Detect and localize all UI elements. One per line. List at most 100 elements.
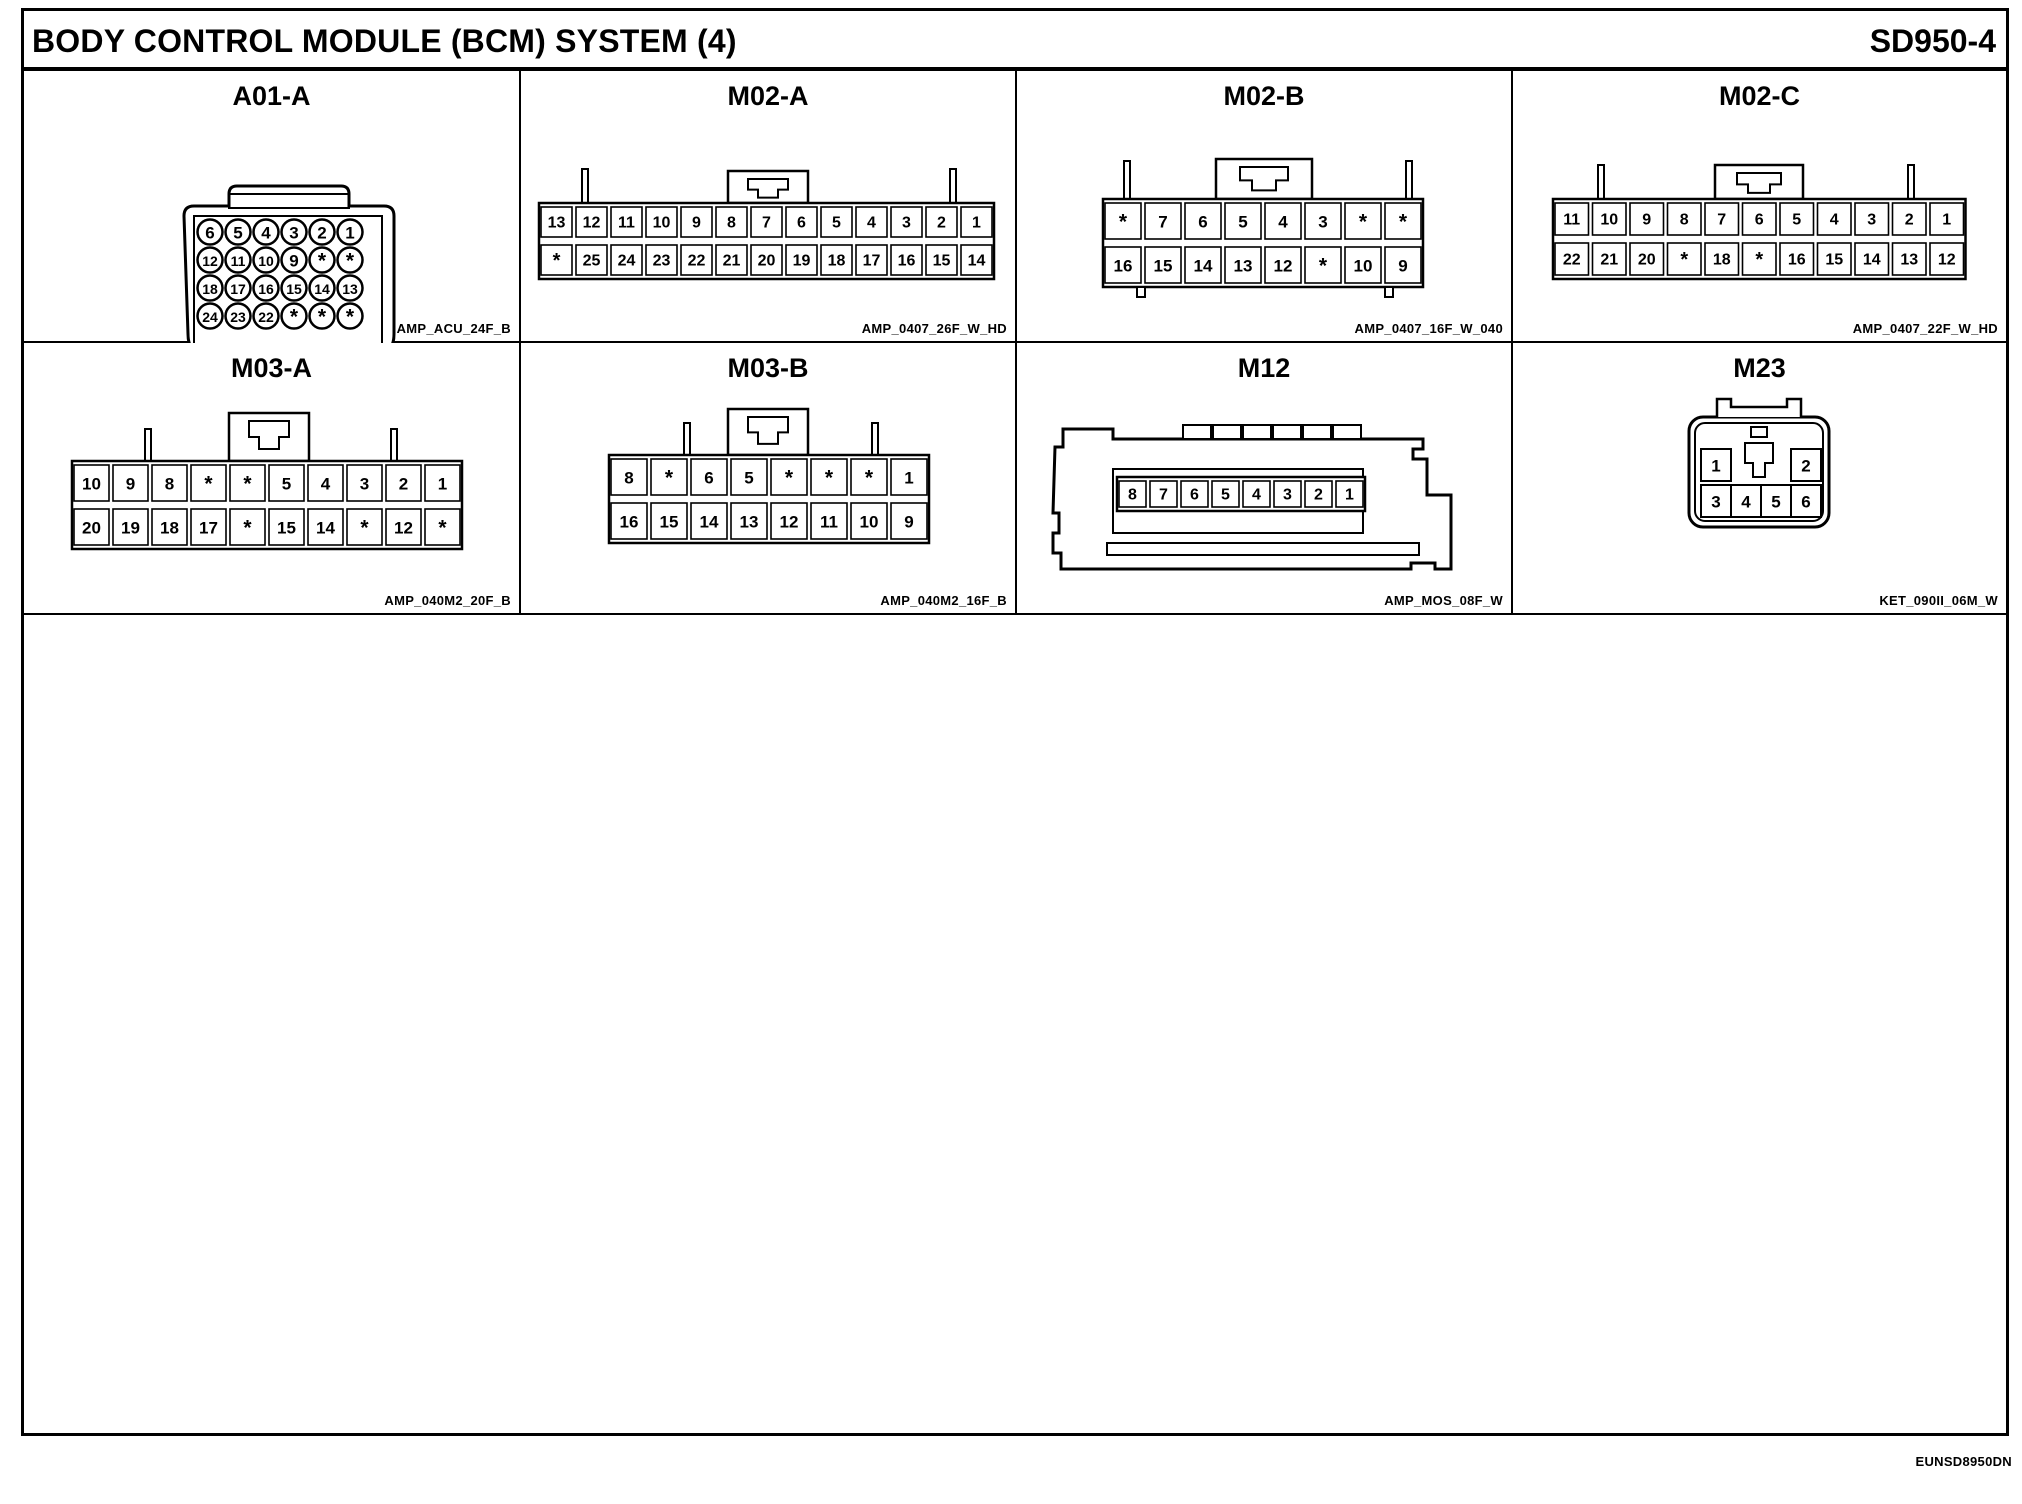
pin-cavity <box>385 508 422 546</box>
pin-unused-label: * <box>318 250 327 273</box>
pin-cavity <box>1854 242 1890 276</box>
pin-label: 23 <box>230 309 246 325</box>
pin-label: 22 <box>258 309 274 325</box>
latch-tab <box>747 416 789 445</box>
pin-label: 10 <box>258 253 274 269</box>
pin-label: 13 <box>342 281 358 297</box>
pin-cavity <box>1304 246 1342 284</box>
pin-cavity <box>850 458 888 496</box>
pin-label: 21 <box>1600 252 1618 269</box>
pin-cavity <box>1118 480 1147 508</box>
pin-cavity <box>610 244 643 276</box>
pin-cavity <box>229 508 266 546</box>
pin-cavity <box>575 244 608 276</box>
pin-cavity <box>820 206 853 238</box>
pin-cavity <box>540 206 573 238</box>
pin-label: 4 <box>321 475 331 494</box>
connector-part-number: AMP_0407_16F_W_040 <box>1354 321 1503 336</box>
locking-post <box>871 422 879 456</box>
pin-cavity <box>308 302 336 330</box>
pin-unused-label: * <box>865 467 874 490</box>
pin-label: 19 <box>121 519 140 538</box>
pin-label: 15 <box>1154 257 1173 276</box>
locking-post <box>1405 160 1413 200</box>
pin-unused-label: * <box>438 517 447 540</box>
connector-latch <box>1713 163 1805 201</box>
pin-cavity <box>1666 202 1702 236</box>
connector-title: M12 <box>1237 353 1291 383</box>
pin-cavity <box>1335 480 1364 508</box>
pin-label: 18 <box>1713 252 1731 269</box>
pin-label: 1 <box>1942 212 1951 229</box>
pin-cavity <box>252 274 280 302</box>
pin-cavity <box>1741 202 1777 236</box>
pin-cavity <box>229 464 266 502</box>
pin-cavity <box>690 502 728 540</box>
locking-post <box>1597 164 1605 200</box>
pin-label: 24 <box>618 253 636 270</box>
pin-cavity <box>1760 484 1792 518</box>
pin-label: 10 <box>860 513 879 532</box>
connector-latch <box>1715 397 1803 417</box>
pin-label: 24 <box>202 309 218 325</box>
pin-cavity <box>960 206 993 238</box>
connector-title: M02-B <box>1223 81 1305 111</box>
pin-label: 14 <box>700 513 719 532</box>
pin-unused-label: * <box>346 250 355 273</box>
pin-cavity <box>575 206 608 238</box>
pin-label: 2 <box>1314 487 1323 504</box>
pin-cavity <box>1344 246 1382 284</box>
latch-tab <box>747 178 789 199</box>
pin-label: 5 <box>1792 212 1801 229</box>
pin-label: 9 <box>289 252 298 271</box>
pin-unused-label: * <box>1680 249 1688 271</box>
pin-label: 11 <box>1563 212 1580 229</box>
housing-rib <box>1182 424 1212 440</box>
pin-cavity <box>785 206 818 238</box>
connector-body <box>537 201 996 281</box>
pin-cavity <box>1224 246 1262 284</box>
pin-cavity <box>855 206 888 238</box>
pin-cavity <box>650 502 688 540</box>
pin-label: 6 <box>205 224 214 243</box>
pin-cavity <box>925 244 958 276</box>
connector-title: M03-A <box>230 353 312 383</box>
pin-cavity <box>610 458 648 496</box>
pin-label: 4 <box>867 215 876 232</box>
pin-cavity <box>190 508 227 546</box>
pin-cavity <box>346 464 383 502</box>
pin-label: 13 <box>1234 257 1253 276</box>
pin-cavity <box>1104 246 1142 284</box>
housing-rib <box>1272 424 1302 440</box>
pin-cavity <box>1929 202 1965 236</box>
pin-label: 8 <box>165 475 174 494</box>
pin-label: 3 <box>1283 487 1292 504</box>
pin-unused-label: * <box>1119 211 1128 234</box>
pin-cavity <box>730 502 768 540</box>
pin-cavity <box>308 274 336 302</box>
housing-rib <box>1302 424 1332 440</box>
pin-unused-label: * <box>1755 249 1763 271</box>
pin-cavity <box>1700 484 1732 518</box>
sheet-header: BODY CONTROL MODULE (BCM) SYSTEM (4) SD9… <box>24 11 2006 71</box>
latch-tab <box>248 420 290 450</box>
pin-cavity <box>540 244 573 276</box>
pin-cavity <box>715 206 748 238</box>
housing-rib <box>1242 424 1272 440</box>
pin-label: 18 <box>828 253 846 270</box>
pin-unused-label: * <box>785 467 794 490</box>
housing-rib <box>1332 424 1362 440</box>
pin-cavity <box>336 274 364 302</box>
pin-label: 12 <box>583 215 601 232</box>
pin-cavity <box>820 244 853 276</box>
pin-cavity <box>1264 246 1302 284</box>
pin-cavity <box>151 464 188 502</box>
pin-cavity <box>190 464 227 502</box>
pin-label: 2 <box>399 475 408 494</box>
pin-label: 16 <box>1788 252 1806 269</box>
